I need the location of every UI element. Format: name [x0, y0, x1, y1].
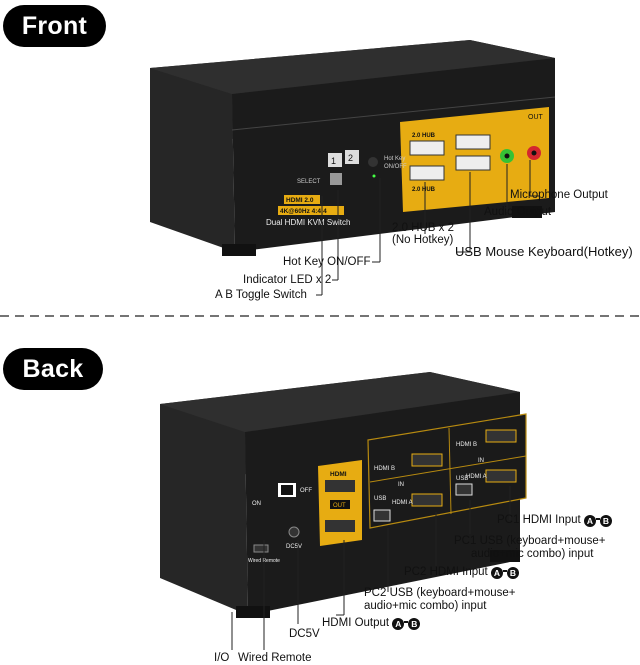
svg-text:IN: IN [398, 482, 404, 488]
label-indicator-led: Indicator LED x 2 [243, 274, 332, 286]
svg-text:2.0 HUB: 2.0 HUB [412, 187, 436, 193]
label-pc2-usb-line1: PC2 USB (keyboard+mouse+ [364, 587, 516, 599]
svg-text:ON/OFF: ON/OFF [384, 164, 407, 170]
label-hot-key: Hot Key ON/OFF [283, 256, 371, 268]
svg-text:HDMI 2.0: HDMI 2.0 [286, 197, 314, 204]
svg-text:OUT: OUT [528, 114, 544, 121]
back-kvm-device: HDMI B HDMI A HDMI B HDMI A USB USB IN I… [160, 372, 527, 650]
svg-text:4K@60Hz 4:4:4: 4K@60Hz 4:4:4 [280, 208, 327, 215]
label-pc1-usb-line1: PC1 USB (keyboard+mouse+ [454, 535, 606, 547]
svg-text:Dual HDMI KVM Switch: Dual HDMI KVM Switch [266, 218, 350, 227]
svg-text:DC5V: DC5V [286, 544, 302, 550]
svg-text:2.0 HUB: 2.0 HUB [412, 133, 436, 139]
svg-text:SELECT: SELECT [297, 179, 321, 185]
svg-text:USB: USB [374, 496, 386, 502]
svg-text:HDMI B: HDMI B [456, 442, 477, 448]
label-pc2-usb-line2: audio+mic combo) input [364, 600, 487, 612]
label-hub-line2: (No Hotkey) [392, 234, 454, 246]
label-dc5v: DC5V [289, 628, 320, 640]
label-ab-toggle: A B Toggle Switch [215, 289, 307, 301]
svg-text:1: 1 [331, 156, 336, 166]
svg-text:HDMI B: HDMI B [374, 466, 395, 472]
svg-text:HDMI A: HDMI A [392, 500, 413, 506]
label-microphone-output: Microphone Output [510, 189, 608, 201]
svg-text:IN: IN [478, 458, 484, 464]
svg-text:OFF: OFF [300, 488, 312, 494]
svg-text:Hot Key: Hot Key [384, 156, 405, 162]
label-wired-remote: Wired Remote [238, 652, 312, 664]
label-usb-mouse-keyboard: USB Mouse Keyboard(Hotkey) [455, 244, 633, 259]
back-section-title: Back [3, 348, 103, 390]
svg-text:OUT: OUT [333, 503, 346, 509]
svg-text:HDMI: HDMI [330, 471, 347, 478]
front-section-title: Front [3, 5, 106, 47]
label-audio-output: Audio Output [484, 206, 552, 218]
svg-text:USB: USB [456, 476, 468, 482]
front-kvm-device: 2.0 HUB 2.0 HUB OUT 1 2 SELECT Hot Key O… [150, 40, 556, 296]
front-case-side [150, 68, 235, 252]
back-case-side [160, 404, 248, 615]
label-pc1-usb-line2: audio+mic combo) input [471, 548, 594, 560]
svg-text:ON: ON [252, 501, 261, 507]
svg-text:2: 2 [348, 153, 353, 163]
label-io: I/O [214, 652, 230, 664]
label-hub-line1: 2.0 HUB x 2 [392, 222, 454, 234]
svg-text:HDMI A: HDMI A [466, 474, 487, 480]
